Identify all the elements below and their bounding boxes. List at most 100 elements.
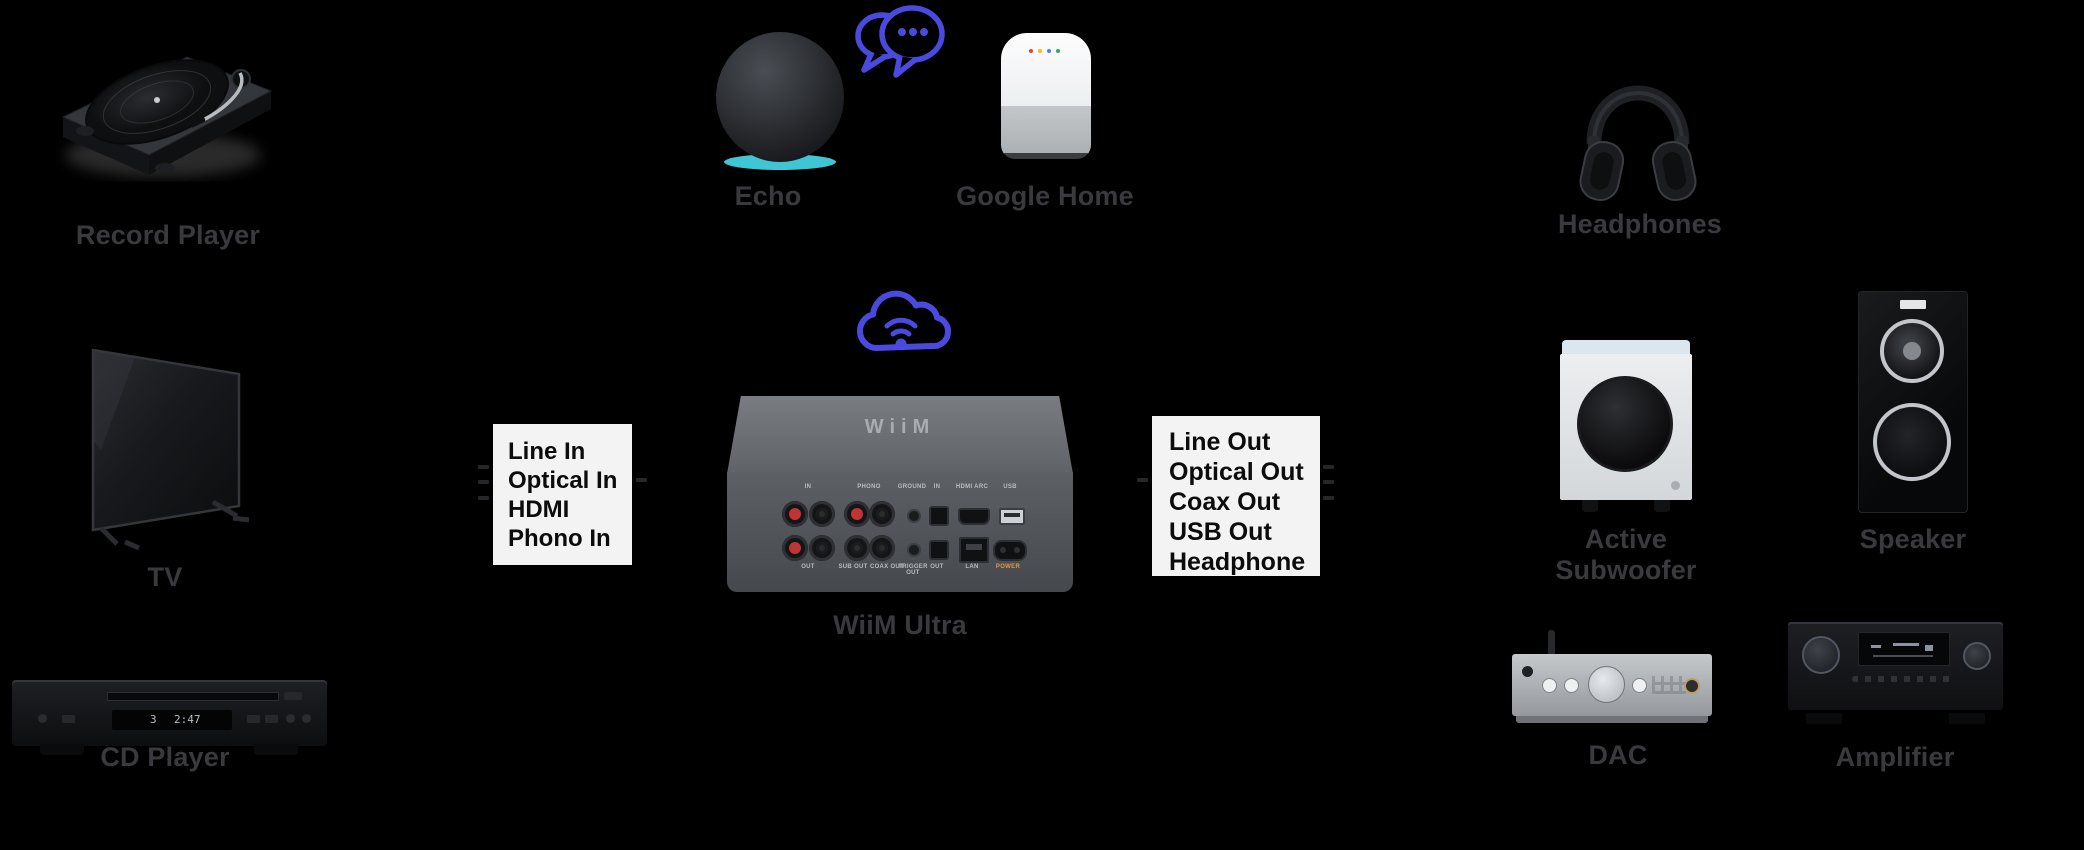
amplifier-display-glyph bbox=[1925, 645, 1933, 651]
connector-dash bbox=[478, 496, 489, 500]
port-label: COAX OUT bbox=[869, 564, 905, 570]
cd-player-label: CD Player bbox=[100, 742, 230, 772]
connector-dash bbox=[478, 480, 489, 484]
amplifier-display bbox=[1858, 632, 1950, 666]
google-home-label: Google Home bbox=[956, 181, 1134, 211]
cd-button bbox=[286, 714, 295, 723]
port-label: GROUND bbox=[897, 484, 927, 490]
amplifier-foot bbox=[1806, 713, 1842, 724]
subwoofer-top bbox=[1562, 340, 1690, 356]
headphones-label: Headphones bbox=[1557, 209, 1723, 239]
cloud-wifi-art bbox=[856, 290, 952, 351]
dac-logo bbox=[1522, 666, 1533, 677]
wiim-ultra-illustration: WiiM IN PHONO GROUND IN HDMI ARC USB OUT… bbox=[727, 396, 1073, 592]
connector-dash bbox=[1323, 465, 1334, 469]
trigger-out-jack bbox=[907, 543, 921, 557]
cd-button bbox=[265, 715, 278, 723]
cd-player-illustration: 3 2:47 bbox=[12, 678, 327, 763]
input-line: Phono In bbox=[508, 525, 611, 552]
phono-in-left-jack bbox=[844, 501, 870, 527]
line-in-left-jack bbox=[782, 501, 808, 527]
google-home-led bbox=[1029, 49, 1033, 53]
cd-display-time: 2:47 bbox=[174, 713, 201, 726]
port-label: HDMI ARC bbox=[955, 484, 989, 490]
dac-label: DAC bbox=[1588, 740, 1648, 770]
amplifier-display-glyph bbox=[1873, 655, 1933, 657]
google-home-led bbox=[1038, 49, 1042, 53]
port-label-power: POWER bbox=[995, 564, 1021, 570]
usb-port bbox=[999, 508, 1025, 525]
output-line: Optical Out bbox=[1169, 458, 1304, 486]
google-home-illustration bbox=[999, 33, 1093, 165]
subwoofer-foot bbox=[1582, 500, 1598, 512]
headphones-illustration bbox=[1568, 42, 1708, 202]
ground-terminal bbox=[907, 509, 921, 523]
record-player-label: Record Player bbox=[75, 220, 261, 250]
cd-button bbox=[247, 715, 260, 723]
google-home-led bbox=[1056, 49, 1060, 53]
amplifier-illustration bbox=[1788, 618, 2003, 730]
lan-port bbox=[959, 537, 989, 563]
sub-out-jack bbox=[844, 535, 870, 561]
line-out-left-jack bbox=[782, 535, 808, 561]
amplifier-buttons bbox=[1852, 676, 1956, 682]
phono-in-right-jack bbox=[869, 501, 895, 527]
connector-dash bbox=[1323, 496, 1334, 500]
speaker-woofer bbox=[1873, 403, 1951, 481]
port-label: IN bbox=[933, 484, 941, 490]
connector-dash bbox=[1323, 480, 1334, 484]
google-home-base-fabric bbox=[1001, 106, 1091, 154]
speaker-badge bbox=[1900, 300, 1926, 309]
echo-label: Echo bbox=[734, 181, 802, 211]
speech-bubbles-icon bbox=[850, 2, 950, 78]
headphones-art bbox=[1579, 85, 1697, 201]
dac-button bbox=[1564, 678, 1579, 693]
port-label: USB bbox=[1003, 484, 1017, 490]
google-home-foot bbox=[1001, 152, 1091, 159]
wiim-top-face: WiiM bbox=[727, 396, 1073, 474]
speaker-tweeter bbox=[1880, 319, 1944, 383]
speech-bubbles-art bbox=[855, 5, 945, 78]
outputs-callout: Line Out Optical Out Coax Out USB Out He… bbox=[1152, 416, 1320, 576]
dac-antenna bbox=[1548, 630, 1555, 658]
speaker-label: Speaker bbox=[1859, 524, 1967, 554]
port-label: SUB OUT bbox=[838, 564, 868, 570]
cd-display-track: 3 bbox=[150, 713, 157, 726]
connector-dash bbox=[636, 478, 647, 482]
cd-foot bbox=[40, 744, 84, 755]
echo-sphere bbox=[716, 32, 844, 162]
dac-source-leds bbox=[1652, 676, 1686, 694]
dac-illustration bbox=[1512, 630, 1712, 728]
port-label: LAN bbox=[965, 564, 979, 570]
amplifier-foot bbox=[1949, 713, 1985, 724]
cd-display: 3 2:47 bbox=[112, 710, 232, 730]
cd-eject-button bbox=[284, 692, 302, 700]
subwoofer-logo bbox=[1671, 481, 1680, 490]
dac-button bbox=[1542, 678, 1557, 693]
record-player-illustration bbox=[45, 5, 280, 205]
wiim-ultra-label: WiiM Ultra bbox=[833, 610, 967, 640]
amplifier-input-knob bbox=[1802, 636, 1840, 674]
tv-illustration bbox=[65, 330, 265, 560]
dac-base bbox=[1516, 716, 1708, 723]
dac-button bbox=[1632, 678, 1647, 693]
port-label: OUT bbox=[801, 564, 815, 570]
subwoofer-label: Active Subwoofer bbox=[1555, 524, 1697, 585]
output-line: Headphone bbox=[1169, 548, 1306, 576]
wiim-back-panel bbox=[727, 472, 1073, 592]
google-home-led bbox=[1047, 49, 1051, 53]
cloud-wifi-icon bbox=[846, 274, 956, 364]
coax-out-jack bbox=[869, 535, 895, 561]
optical-in-port bbox=[929, 506, 949, 526]
tv-art bbox=[91, 348, 250, 551]
output-line: Line Out bbox=[1169, 428, 1271, 456]
cd-usb-port bbox=[62, 715, 75, 723]
port-label: PHONO bbox=[857, 484, 881, 490]
google-home-body bbox=[1001, 33, 1091, 159]
amplifier-volume-knob bbox=[1963, 642, 1991, 670]
port-label: TRIGGER OUT bbox=[898, 564, 928, 576]
input-line: Optical In bbox=[508, 467, 618, 494]
port-label: IN bbox=[804, 484, 812, 490]
dac-volume-knob bbox=[1588, 666, 1625, 703]
